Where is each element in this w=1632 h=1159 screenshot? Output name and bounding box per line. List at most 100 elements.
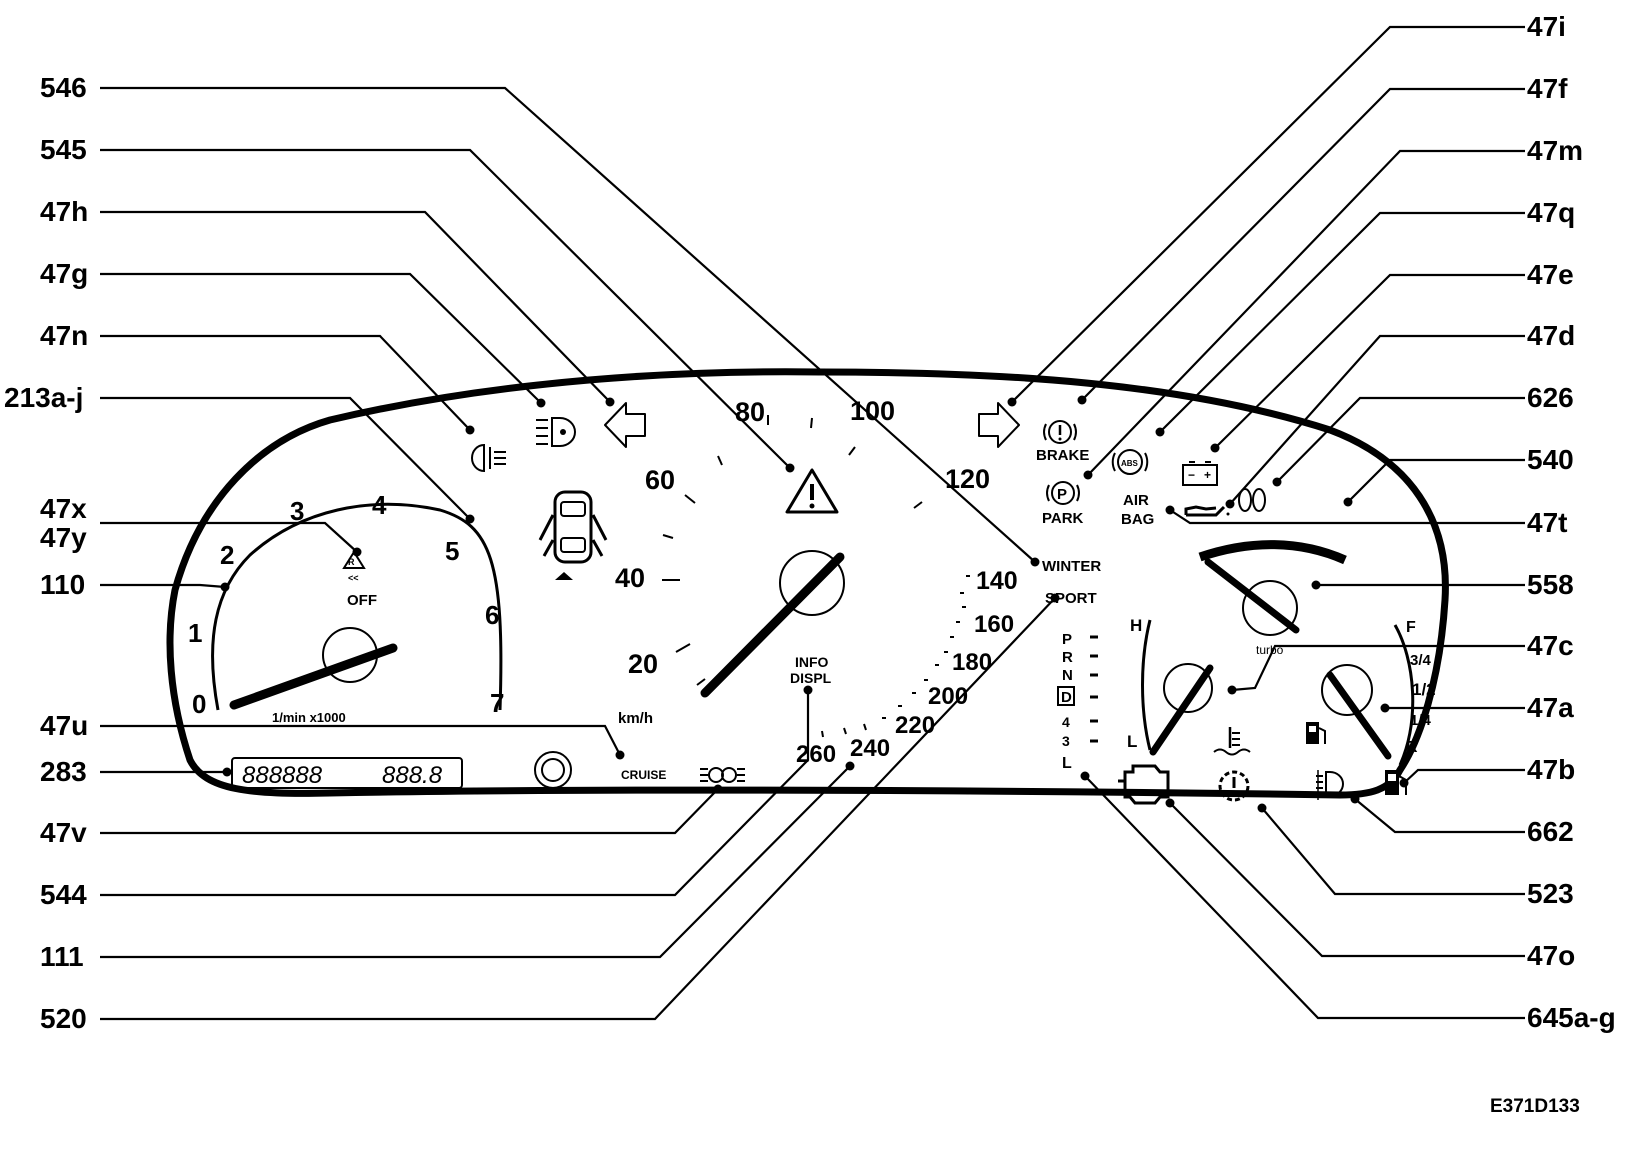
callout-label: 540 <box>1527 444 1574 475</box>
leader-dot <box>1227 685 1237 695</box>
callout-label: 47h <box>40 196 88 227</box>
callout-label: 544 <box>40 879 87 910</box>
speed-tick-220: 220 <box>895 712 935 739</box>
leader-dot <box>1080 771 1090 781</box>
speed-tick-260: 260 <box>796 741 836 768</box>
coolant-temp-gauge: H L <box>1127 616 1214 756</box>
leader-dot <box>1257 803 1267 813</box>
gearbox-warning-icon <box>1218 770 1250 802</box>
leader-line <box>1229 334 1525 505</box>
leader-dot <box>1350 794 1360 804</box>
callout-label: 283 <box>40 756 87 787</box>
svg-text:−: − <box>1188 468 1195 482</box>
leader-line <box>100 521 358 553</box>
tach-tick-7: 7 <box>490 688 504 718</box>
leader-line <box>100 765 851 959</box>
callout-label: 47d <box>1527 320 1575 351</box>
gear-3: 3 <box>1062 733 1070 749</box>
callout-label: 626 <box>1527 382 1574 413</box>
leader-dot <box>1165 798 1175 808</box>
callout-label: 47f <box>1527 73 1568 104</box>
tach-tick-0: 0 <box>192 689 206 719</box>
odometer-total: 888.8 <box>382 762 443 789</box>
leader-line <box>100 690 810 897</box>
fuel-reserve-label: R <box>1406 739 1418 756</box>
gear-4: 4 <box>1062 714 1070 730</box>
speed-tick-60: 60 <box>645 465 675 495</box>
leader-line <box>100 272 542 404</box>
speedometer-needle <box>700 552 845 698</box>
tach-tick-6: 6 <box>485 600 499 630</box>
leader-dot <box>1399 778 1409 788</box>
leader-line <box>1354 798 1525 834</box>
leader-dot <box>1165 505 1175 515</box>
battery-icon: − + <box>1182 461 1218 486</box>
hazard-warning-icon <box>785 468 839 514</box>
brake-label: BRAKE <box>1036 447 1089 464</box>
callout-label: 645a-g <box>1527 1002 1616 1033</box>
park-label: PARK <box>1042 510 1084 527</box>
callout-label: 47n <box>40 320 88 351</box>
leader-line <box>1169 802 1525 958</box>
winter-label: WINTER <box>1042 558 1101 575</box>
leader-dot <box>465 425 475 435</box>
fuel-full-label: F <box>1406 619 1416 636</box>
leader-line <box>1276 396 1525 483</box>
gear-P: P <box>1062 631 1072 648</box>
leader-dot <box>1050 593 1060 603</box>
tachometer: 0 1 2 3 4 5 6 7 1/min x1000 R << OFF <box>188 490 504 725</box>
sport-label: SPORT <box>1045 590 1097 607</box>
airbag-label-line1: AIR <box>1123 492 1149 509</box>
svg-text:R: R <box>348 557 355 567</box>
callout-label: 523 <box>1527 878 1574 909</box>
leader-dot <box>803 685 813 695</box>
check-engine-icon <box>1118 764 1170 805</box>
callout-label: 47o <box>1527 940 1575 971</box>
leader-dot <box>1380 703 1390 713</box>
callout-label: 47v <box>40 817 87 848</box>
left-callouts: 54654547h47g47n213a-j47x11047u28347v5441… <box>4 72 1060 1034</box>
cruise-label: CRUISE <box>621 768 666 782</box>
callout-label: 47e <box>1527 259 1574 290</box>
callout-label: 47q <box>1527 197 1575 228</box>
info-label-line1: INFO <box>795 654 829 670</box>
leader-line <box>100 148 791 469</box>
airbag-label-line2: BAG <box>1121 511 1154 528</box>
leader-line <box>100 396 471 520</box>
leader-dot <box>465 514 475 524</box>
svg-text:+: + <box>1204 468 1211 482</box>
callout-label: 47u <box>40 710 88 741</box>
gear-N: N <box>1062 667 1073 684</box>
odometer-display: 888888 888.8 <box>231 757 463 789</box>
leader-dot <box>1030 557 1040 567</box>
callout-label: 47t <box>1527 507 1567 538</box>
brake-warning-icon <box>1043 420 1077 444</box>
turn-right-arrow-icon <box>978 402 1020 448</box>
right-callouts: 47i47f47m47q47e47d62654047t55847c47a47b6… <box>1007 11 1616 1033</box>
speedometer: 20 40 60 80 100 120 140 160 180 200 220 … <box>615 396 1018 768</box>
glow-plug-icon <box>1238 488 1266 512</box>
leader-line <box>1159 211 1525 433</box>
callout-label: 213a-j <box>4 382 83 413</box>
headlamp-leveling-icon <box>1316 770 1344 800</box>
leader-dot <box>352 547 362 557</box>
temp-low-label: L <box>1127 732 1137 751</box>
rear-fog-light-icon <box>471 443 506 473</box>
callout-label: 558 <box>1527 569 1574 600</box>
leader-line <box>1084 775 1525 1020</box>
callout-label: 47c <box>1527 630 1574 661</box>
gear-R: R <box>1062 649 1073 666</box>
leader-dot <box>605 397 615 407</box>
svg-text:<<: << <box>348 573 359 583</box>
info-label-line2: DISPL <box>790 670 832 686</box>
gear-D: D <box>1061 689 1072 706</box>
leader-line <box>100 724 621 756</box>
leader-dot <box>1083 470 1093 480</box>
fuel-gauge: F 3/4 1/2 1/4 R <box>1321 619 1436 766</box>
gear-selector: P R N D 4 3 L <box>1057 631 1098 772</box>
leader-dot <box>1343 497 1353 507</box>
parking-brake-icon: P <box>1046 481 1080 505</box>
speed-tick-80: 80 <box>735 397 765 427</box>
speed-tick-20: 20 <box>628 649 658 679</box>
